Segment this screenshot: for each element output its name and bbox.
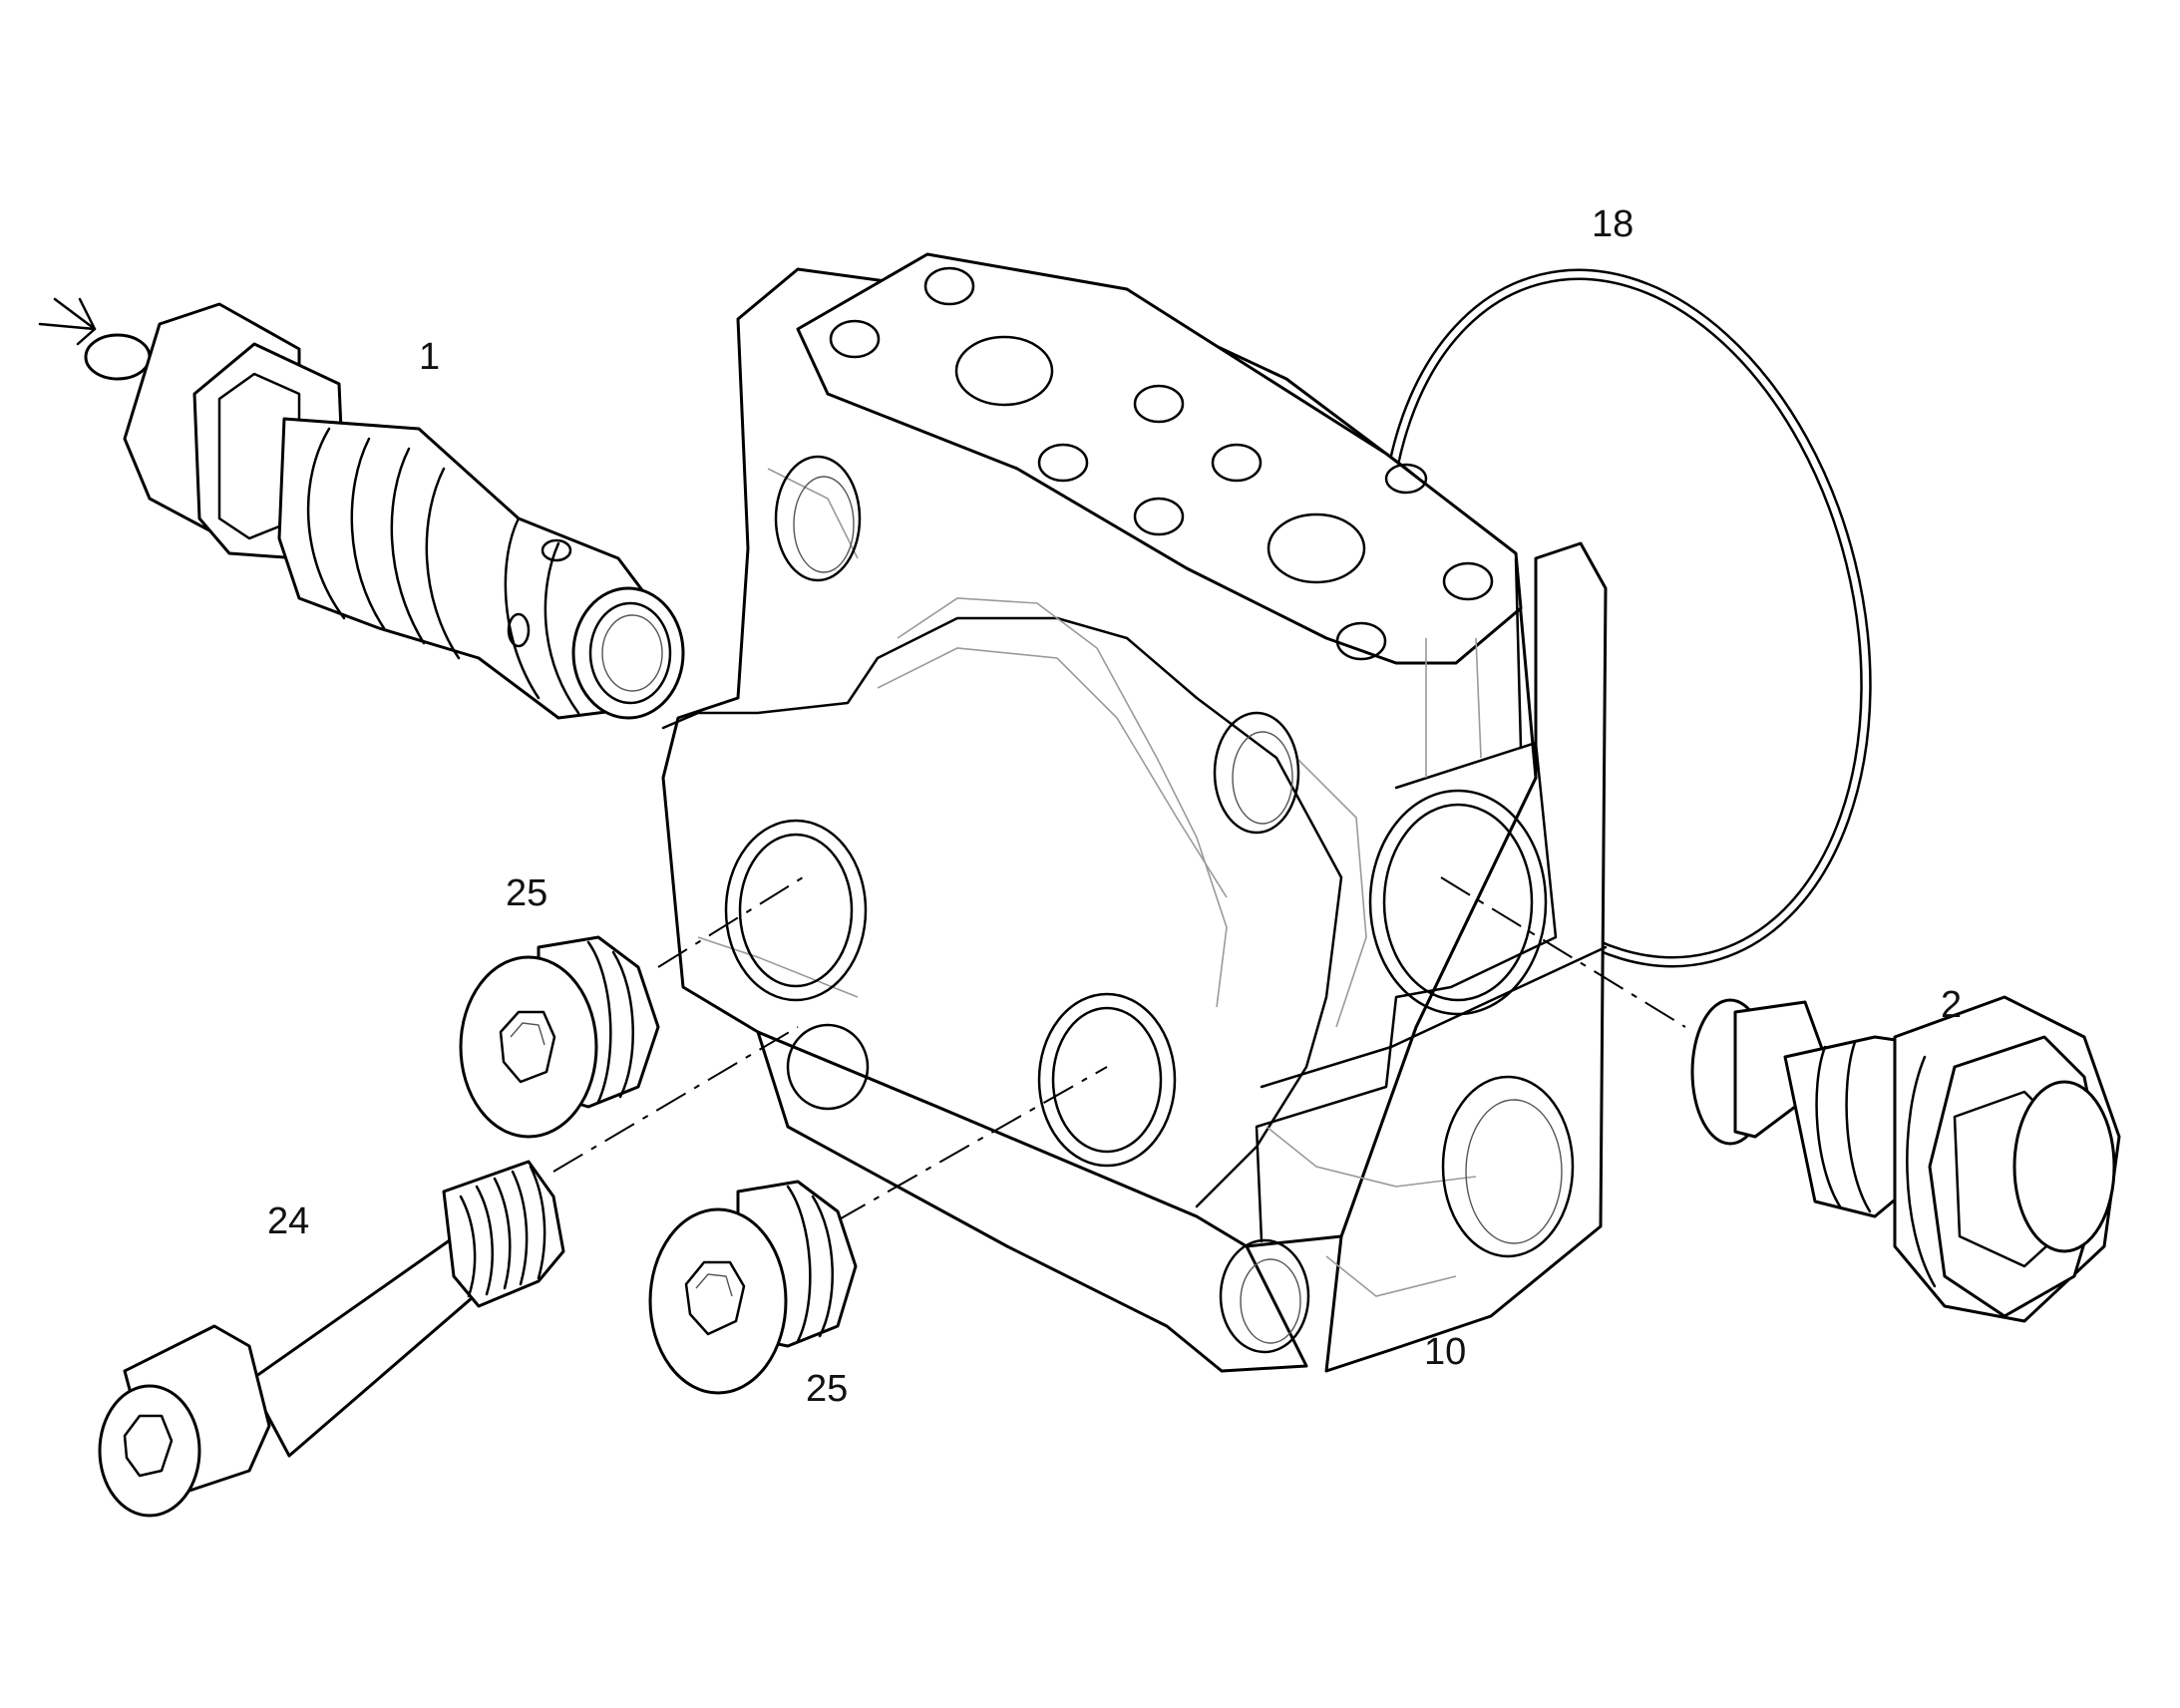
screw-part-24 [98, 1160, 565, 1518]
valve-body-part-10 [661, 252, 1608, 1373]
callout-part-25-upper: 25 [506, 872, 547, 914]
callout-part-25-lower: 25 [806, 1368, 848, 1410]
leader-lines [552, 876, 1686, 1222]
plug-part-25-upper [459, 935, 660, 1139]
callout-part-18: 18 [1592, 203, 1634, 245]
check-valve-part-2 [1690, 995, 2121, 1323]
cartridge-valve-part-1 [38, 297, 685, 720]
callout-part-1: 1 [419, 336, 440, 378]
callout-part-24: 24 [267, 1200, 309, 1242]
callout-part-10: 10 [1424, 1331, 1466, 1373]
callout-part-2: 2 [1941, 984, 1962, 1026]
callout-labels: 1 18 25 2 24 10 25 [267, 203, 1962, 1410]
plug-part-25-lower [648, 1180, 858, 1395]
